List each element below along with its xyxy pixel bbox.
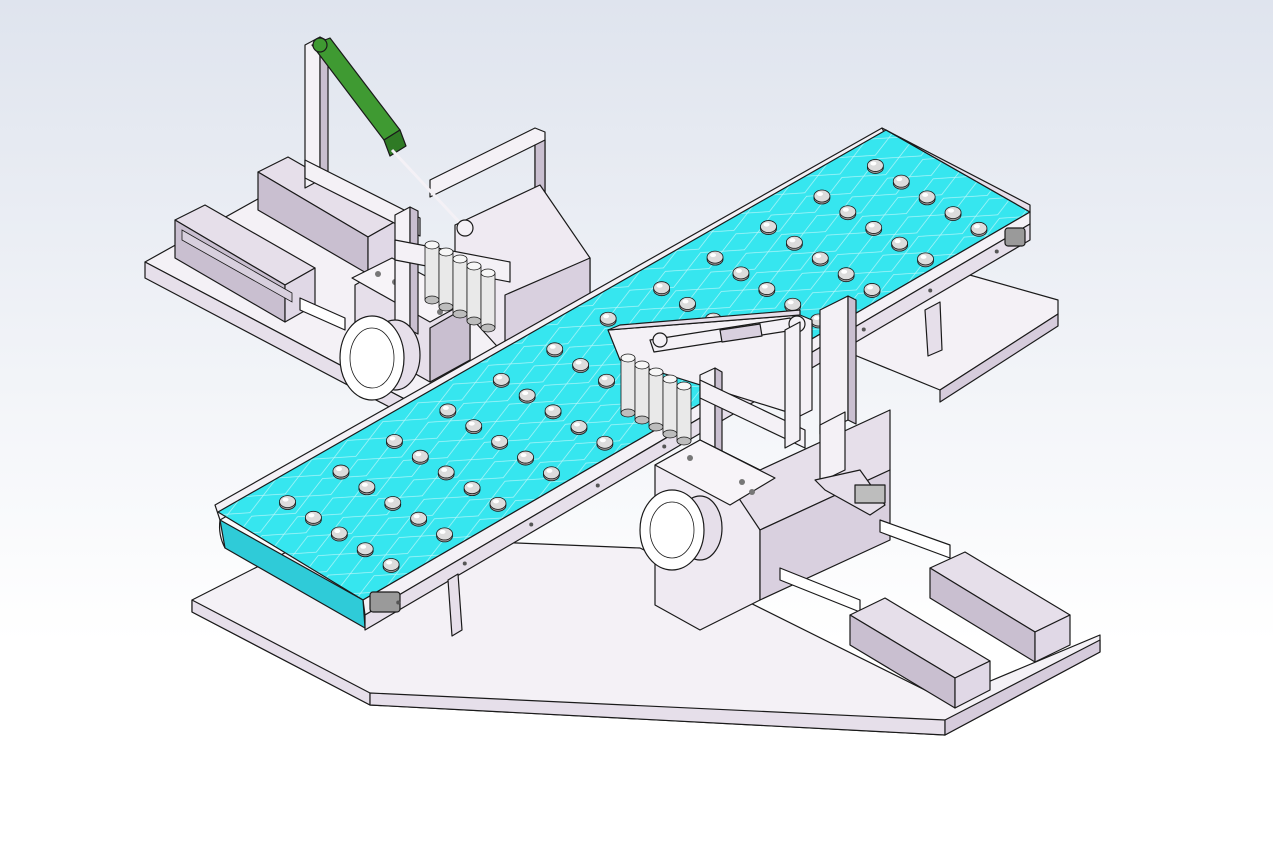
guide-rod-upper-left xyxy=(299,297,346,331)
conveyor-roller xyxy=(784,297,802,313)
conveyor-roller xyxy=(492,372,510,388)
conveyor-roller xyxy=(546,342,564,358)
conveyor-roller xyxy=(758,282,776,297)
conveyor-roller xyxy=(517,450,534,466)
conveyor-roller xyxy=(785,235,803,251)
rail-bolt xyxy=(994,249,999,254)
pusher-roller xyxy=(452,254,468,319)
rail-bolt xyxy=(529,522,534,527)
conveyor-roller xyxy=(358,480,376,496)
conveyor-roller xyxy=(305,510,322,526)
conveyor-roller xyxy=(598,373,615,389)
conveyor-roller xyxy=(679,297,696,312)
pusher-station-center xyxy=(607,295,891,631)
pneumatic-cylinder-green xyxy=(311,37,474,237)
conveyor-roller xyxy=(411,449,429,465)
rail-bolt xyxy=(861,327,866,332)
linear-actuator xyxy=(854,484,886,504)
conveyor-roller xyxy=(356,542,374,558)
rail-lower-right-outer xyxy=(929,551,1071,663)
conveyor-roller xyxy=(382,558,400,573)
conveyor-roller xyxy=(865,221,883,236)
pusher-roller-bundle-center xyxy=(620,353,692,446)
conveyor-roller xyxy=(386,434,403,449)
conveyor-roller xyxy=(330,526,348,542)
pusher-roller xyxy=(676,381,692,446)
pusher-roller xyxy=(480,268,496,333)
rail-bolt xyxy=(595,483,600,488)
rail-lower-right-inner xyxy=(849,597,991,709)
rail-bolt xyxy=(928,288,933,293)
conveyor-roller xyxy=(544,404,562,420)
conveyor-roller xyxy=(944,206,962,221)
pusher-roller xyxy=(634,360,650,425)
pusher-roller xyxy=(648,367,664,432)
pusher-roller xyxy=(620,353,636,418)
rail-upper-left-outer xyxy=(174,204,316,323)
conveyor-roller xyxy=(279,495,296,511)
conveyor-roller xyxy=(866,159,884,174)
conveyor-roller xyxy=(436,527,453,543)
rail-bolt xyxy=(462,561,467,566)
conveyor-roller xyxy=(543,466,560,482)
rail-bolt xyxy=(662,444,667,449)
pusher-roller xyxy=(438,247,454,312)
conveyor-roller xyxy=(332,464,350,480)
conveyor-roller xyxy=(917,252,934,268)
pusher-roller-bundle-upper-left xyxy=(424,240,496,333)
pusher-roller xyxy=(424,240,440,305)
conveyor-roller xyxy=(892,174,910,190)
conveyor-roller xyxy=(518,388,536,404)
motor-wheel-upper-left xyxy=(339,315,421,401)
conveyor-roller xyxy=(596,435,614,451)
conveyor-roller xyxy=(384,496,402,511)
conveyor-roller xyxy=(653,281,671,297)
conveyor-roller xyxy=(811,251,829,267)
belt-drive-motor xyxy=(369,591,401,613)
conveyor-roller xyxy=(863,283,881,298)
conveyor-roller xyxy=(463,481,481,497)
conveyor-roller xyxy=(732,266,750,282)
rail-bolt xyxy=(396,600,401,605)
conveyor-roller xyxy=(570,420,588,435)
conveyor-roller xyxy=(918,190,936,206)
conveyor-roller xyxy=(489,496,507,512)
conveyor-roller xyxy=(465,419,483,435)
motor-wheel-center xyxy=(639,489,723,571)
conveyor-roller xyxy=(706,250,724,266)
conveyor-roller xyxy=(439,403,457,419)
conveyor-roller xyxy=(491,434,509,450)
conveyor-roller xyxy=(837,267,855,283)
conveyor-roller xyxy=(970,221,988,237)
conveyor-roller xyxy=(437,465,455,481)
conveyor-roller xyxy=(572,358,590,373)
conveyor-roller xyxy=(599,311,617,327)
pusher-roller xyxy=(466,261,482,326)
conveyor-roller xyxy=(410,511,428,527)
conveyor-roller xyxy=(760,220,777,235)
conveyor-roller xyxy=(839,205,857,221)
conveyor-roller xyxy=(813,189,831,205)
conveyor-roller xyxy=(891,236,909,252)
pusher-roller xyxy=(662,374,678,439)
